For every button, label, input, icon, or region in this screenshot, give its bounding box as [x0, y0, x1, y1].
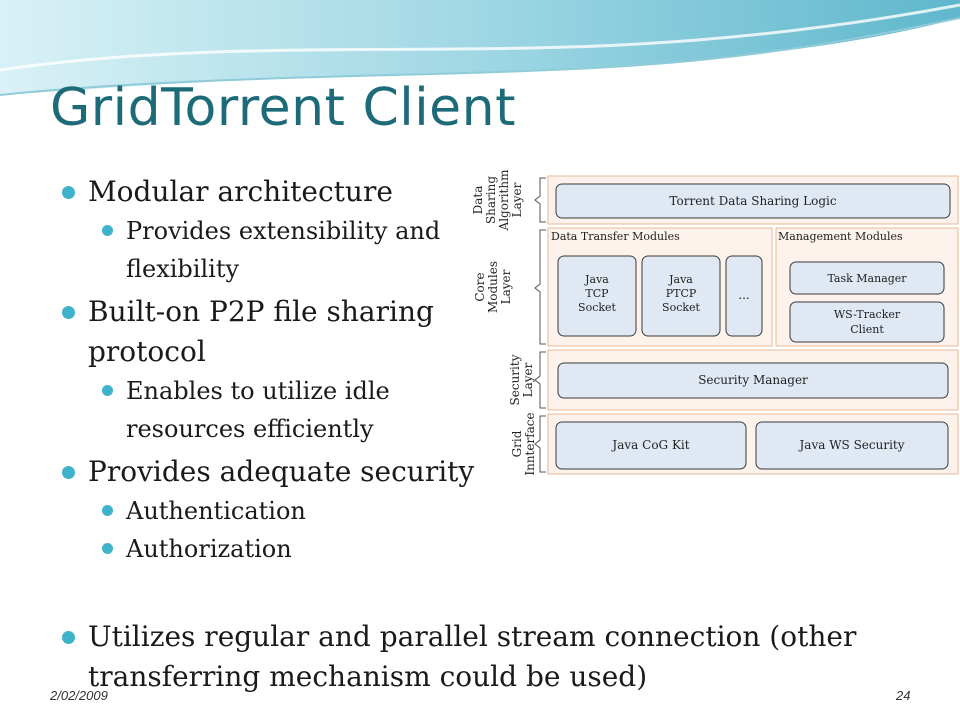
sub-bullet-item: Authorization — [88, 530, 502, 568]
java-cog-kit-box — [555, 421, 747, 470]
bullet-text: Modular architecture — [88, 175, 393, 208]
svg-text:Data: Data — [471, 186, 485, 215]
bullet-item: Modular architecture Provides extensibil… — [62, 172, 502, 288]
java-tcp-label: Java — [584, 273, 609, 286]
sub-bullet-list: Authentication Authorization — [88, 492, 502, 568]
bullet-text: Provides adequate security — [88, 455, 475, 488]
sub-bullet-list: Enables to utilize idle resources effici… — [88, 372, 502, 448]
security-manager-box — [557, 362, 949, 399]
sub-bullet-item: Enables to utilize idle resources effici… — [88, 372, 502, 448]
layer-label-data-sharing: Data Sharing Algorithm Layer — [471, 169, 524, 232]
bullet-item-stream-connection: Utilizes regular and parallel stream con… — [62, 617, 948, 697]
bullet-list: Modular architecture Provides extensibil… — [62, 172, 502, 572]
java-ptcp-label: PTCP — [666, 287, 697, 300]
layer-brace — [534, 229, 546, 345]
bullet-item: Built-on P2P file sharing protocol Enabl… — [62, 292, 502, 448]
svg-text:Innterface: Innterface — [523, 412, 537, 475]
slide-title: GridTorrent Client — [50, 78, 516, 138]
architecture-diagram: Data Sharing Algorithm Layer Core Module… — [471, 169, 959, 476]
svg-text:Grid: Grid — [510, 430, 524, 457]
security-manager-label: Security Manager — [698, 373, 808, 387]
layer-brace — [534, 415, 546, 473]
layer-brace — [534, 351, 546, 409]
header-wave-decoration — [0, 0, 960, 96]
svg-text:Layer: Layer — [499, 269, 513, 304]
layer-brace — [534, 177, 546, 223]
management-modules-heading: Management Modules — [778, 230, 903, 243]
java-ws-security-box — [755, 421, 949, 470]
svg-text:Security: Security — [508, 354, 522, 405]
ws-tracker-client-box — [789, 301, 945, 343]
java-ptcp-label: Socket — [662, 301, 700, 314]
other-modules-box — [725, 255, 763, 337]
svg-text:Algorithm: Algorithm — [497, 169, 511, 232]
task-manager-label: Task Manager — [827, 272, 907, 285]
ws-tracker-label: Client — [850, 323, 884, 336]
ellipsis-label: ... — [738, 288, 749, 302]
sub-bullet-list: Provides extensibility and flexibility — [88, 212, 502, 288]
bullet-text: Built-on P2P file sharing protocol — [88, 295, 434, 368]
svg-text:Layer: Layer — [521, 362, 535, 397]
svg-text:Core: Core — [473, 272, 487, 301]
ws-tracker-label: WS-Tracker — [834, 308, 901, 321]
data-transfer-modules-heading: Data Transfer Modules — [551, 230, 680, 243]
java-ptcp-label: Java — [668, 273, 693, 286]
svg-text:Modules: Modules — [486, 261, 500, 313]
svg-text:Layer: Layer — [510, 182, 524, 217]
layer-label-security: Security Layer — [508, 354, 535, 405]
sub-bullet-item: Authentication — [88, 492, 502, 530]
layer-label-core-modules: Core Modules Layer — [473, 261, 513, 313]
footer-date: 2/02/2009 — [50, 688, 108, 703]
java-ptcp-socket-box — [641, 255, 721, 337]
java-tcp-label: Socket — [578, 301, 616, 314]
java-ws-security-label: Java WS Security — [797, 438, 904, 452]
layer-label-grid-interface: Grid Innterface — [510, 412, 537, 475]
svg-text:Sharing: Sharing — [484, 176, 498, 224]
java-tcp-socket-box — [557, 255, 637, 337]
sub-bullet-item: Provides extensibility and flexibility — [88, 212, 502, 288]
page-number: 24 — [896, 688, 911, 703]
java-cog-kit-label: Java CoG Kit — [610, 438, 689, 452]
task-manager-box — [789, 261, 945, 295]
torrent-data-sharing-logic-box — [555, 183, 951, 219]
bullet-item: Provides adequate security Authenticatio… — [62, 452, 502, 568]
torrent-data-sharing-logic-label: Torrent Data Sharing Logic — [669, 194, 836, 208]
java-tcp-label: TCP — [585, 287, 609, 300]
